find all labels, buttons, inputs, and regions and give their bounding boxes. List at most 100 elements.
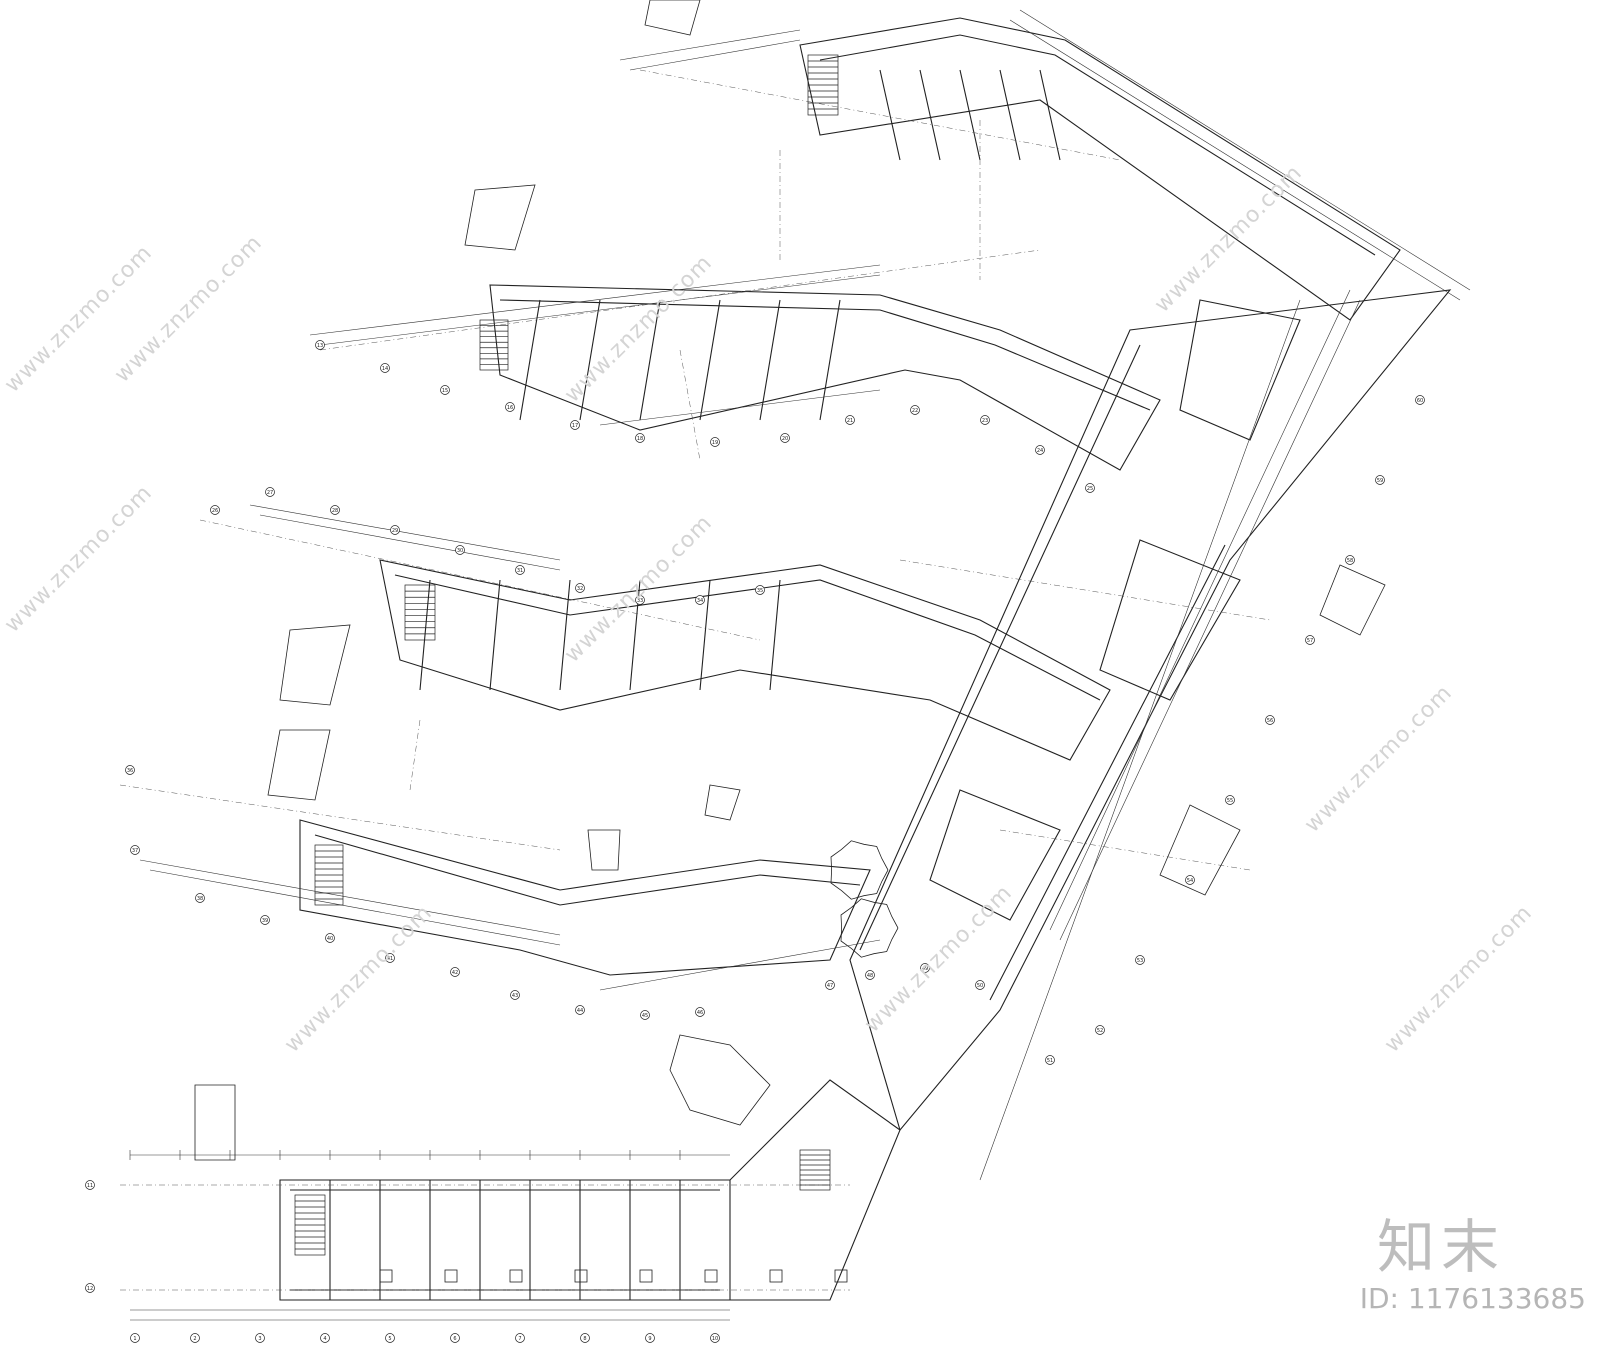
grid-bubble-26: [210, 505, 220, 515]
grid-bubble-label-8: 8: [583, 1336, 586, 1342]
stair-details: [294, 54, 839, 1256]
brand-logo: 知末: [1376, 1213, 1505, 1281]
grid-bubble-9: [645, 1333, 655, 1343]
grid-bubble-1: [130, 1333, 140, 1343]
grid-bubble-label-9: 9: [648, 1336, 651, 1342]
grid-bubble-52: [1095, 1025, 1105, 1035]
grid-bubble-label-11: 11: [87, 1183, 93, 1189]
grid-bubble-label-16: 16: [507, 405, 513, 411]
partition-21: [879, 69, 901, 161]
grid-bubble-11: [85, 1180, 95, 1190]
grid-bubble-label-14: 14: [382, 366, 388, 372]
image-id: ID: 1176133685: [1359, 1282, 1586, 1315]
grid-bubble-label-37: 37: [132, 848, 138, 854]
dimension-line-5: [319, 274, 881, 346]
grid-bubble-23: [980, 415, 990, 425]
grid-bubble-label-58: 58: [1347, 558, 1353, 564]
grid-bubble-label-35: 35: [757, 588, 763, 594]
dimension-line-16: [979, 299, 1301, 1181]
column-3: [509, 1269, 523, 1283]
detail-box-3: [279, 624, 351, 706]
wing-outline-5: [279, 1179, 731, 1301]
partition-15: [419, 579, 431, 691]
dimension-line-7: [259, 514, 561, 571]
partition-12: [699, 299, 721, 421]
stair-upper-frame: [479, 319, 509, 371]
grid-bubble-label-5: 5: [388, 1336, 391, 1342]
column-5: [639, 1269, 653, 1283]
grid-bubble-16: [505, 402, 515, 412]
grid-bubble-20: [780, 433, 790, 443]
grid-bubble-label-12: 12: [87, 1286, 93, 1292]
partition-13: [759, 299, 781, 421]
grid-bubble-label-3: 3: [258, 1336, 261, 1342]
axis-line-3: [319, 249, 1041, 351]
wing-outline-9: [1179, 299, 1301, 441]
grid-bubble-25: [1085, 483, 1095, 493]
detail-box-2: [464, 184, 536, 251]
grid-bubble-label-56: 56: [1267, 718, 1273, 724]
grid-bubble-51: [1045, 1055, 1055, 1065]
grid-bubble-2: [190, 1333, 200, 1343]
column-8: [834, 1269, 848, 1283]
grid-bubble-17: [570, 420, 580, 430]
grid-bubble-label-34: 34: [697, 598, 703, 604]
axis-line-7: [899, 559, 1271, 621]
grid-bubble-label-47: 47: [827, 983, 833, 989]
grid-bubble-29: [390, 525, 400, 535]
dimension-line-10: [619, 29, 801, 61]
detail-box-1: [644, 0, 701, 36]
grid-bubble-label-25: 25: [1087, 486, 1093, 492]
partition-22: [919, 69, 941, 161]
grid-bubble-label-22: 22: [912, 408, 918, 414]
dimension-line-11: [629, 39, 801, 71]
grid-bubble-57: [1305, 635, 1315, 645]
grid-bubble-label-18: 18: [637, 436, 643, 442]
partition-14: [819, 299, 841, 421]
grid-bubble-12: [85, 1283, 95, 1293]
column-7: [769, 1269, 783, 1283]
grid-bubble-label-57: 57: [1307, 638, 1313, 644]
tree-cloud-1: [830, 840, 889, 900]
detail-box-9: [704, 784, 741, 821]
dimension-lines: [129, 9, 1471, 1321]
grid-bubble-15: [440, 385, 450, 395]
grid-bubble-37: [130, 845, 140, 855]
grid-bubble-label-43: 43: [512, 993, 518, 999]
grid-bubble-label-39: 39: [262, 918, 268, 924]
grid-bubble-34: [695, 595, 705, 605]
grid-bubble-label-50: 50: [977, 983, 983, 989]
grid-bubble-3: [255, 1333, 265, 1343]
grid-bubble-label-1: 1: [133, 1336, 136, 1342]
grid-bubble-41: [385, 953, 395, 963]
grid-bubble-label-33: 33: [637, 598, 643, 604]
detail-box-10: [587, 829, 621, 871]
grid-bubble-47: [825, 980, 835, 990]
axis-line-5: [119, 784, 561, 851]
grid-bubble-19: [710, 437, 720, 447]
grid-bubble-label-45: 45: [642, 1013, 648, 1019]
grid-bubble-label-15: 15: [442, 388, 448, 394]
grid-bubble-label-27: 27: [267, 490, 273, 496]
axis-line-10: [679, 349, 701, 461]
partition-23: [959, 69, 981, 161]
grid-bubble-label-54: 54: [1187, 878, 1193, 884]
grid-bubble-42: [450, 967, 460, 977]
column-1: [379, 1269, 393, 1283]
grid-bubble-label-4: 4: [323, 1336, 326, 1342]
grid-bubble-28: [330, 505, 340, 515]
grid-bubble-label-53: 53: [1137, 958, 1143, 964]
grid-bubble-label-51: 51: [1047, 1058, 1053, 1064]
grid-bubble-36: [125, 765, 135, 775]
grid-bubble-label-19: 19: [712, 440, 718, 446]
grid-bubble-label-44: 44: [577, 1008, 583, 1014]
grid-bubble-label-26: 26: [212, 508, 218, 514]
detail-box-4: [267, 729, 331, 801]
detail-boxes: [194, 0, 1386, 1283]
grid-bubble-label-52: 52: [1097, 1028, 1103, 1034]
dimension-line-14: [1049, 289, 1351, 931]
axis-line-8: [999, 829, 1251, 871]
grid-bubble-label-48: 48: [867, 973, 873, 979]
